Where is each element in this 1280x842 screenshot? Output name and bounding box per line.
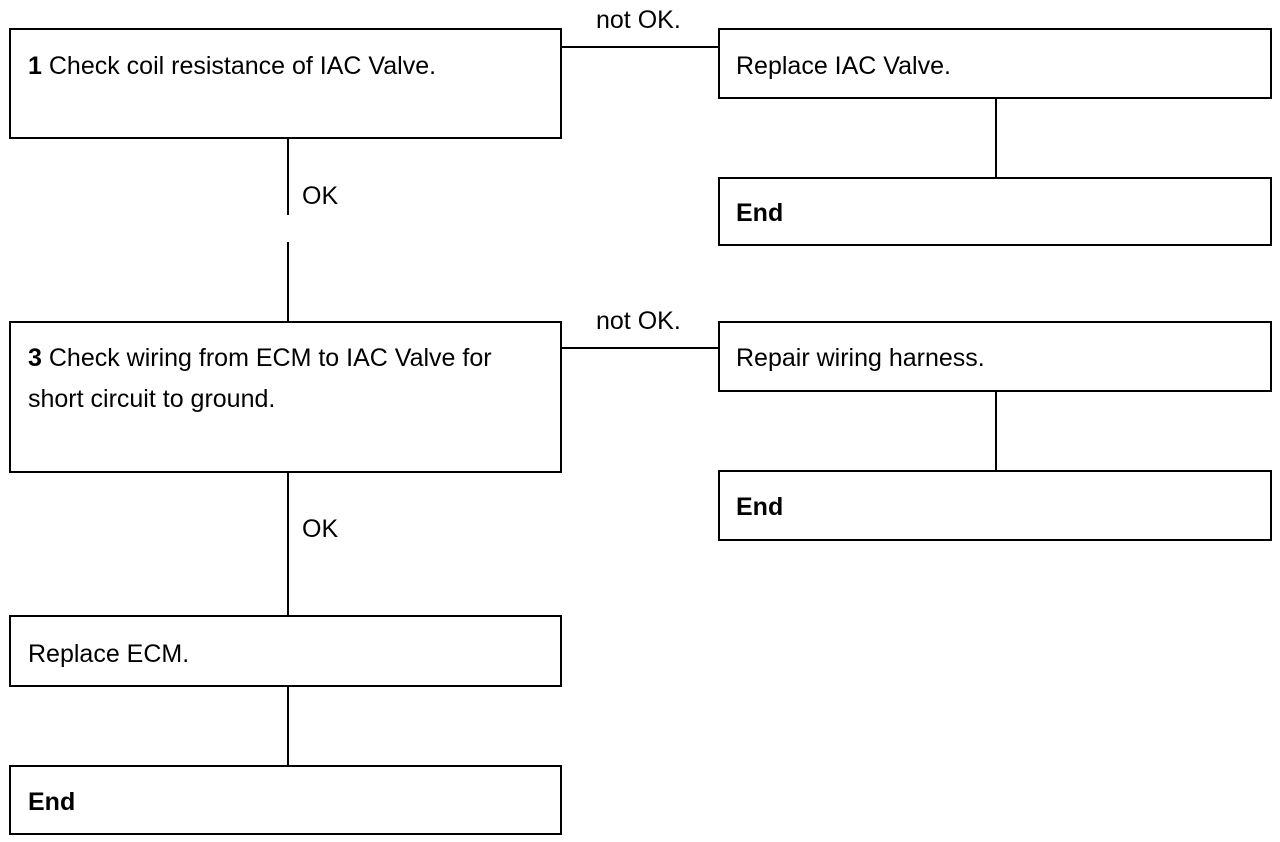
end-bottom-box (9, 765, 562, 835)
step3-text-line1: 3 Check wiring from ECM to IAC Valve for (28, 342, 492, 374)
step1-text: 1 Check coil resistance of IAC Valve. (28, 50, 436, 82)
repair-wiring-text: Repair wiring harness. (736, 344, 985, 372)
end-bottom-text: End (28, 788, 76, 816)
step3-box (9, 321, 562, 473)
replace-ecm-text: Replace ECM. (28, 640, 190, 668)
step3-text-line2: short circuit to ground. (28, 385, 276, 413)
connector-step3-to-repair-wiring (561, 347, 720, 349)
connector-step1-to-replace-iac (561, 46, 720, 48)
end-top-right-text: End (736, 199, 784, 227)
step3-label-line1: Check wiring from ECM to IAC Valve for (48, 344, 492, 372)
connector-replace-iac-to-end (995, 97, 997, 179)
edge-label-step3-ok: OK (302, 515, 339, 543)
edge-label-step1-not-ok: not OK. (596, 6, 681, 34)
step3-number: 3 (28, 344, 42, 372)
connector-step1-ok-upper (287, 137, 289, 215)
end-top-right-box (718, 177, 1272, 246)
connector-step1-ok-lower (287, 242, 289, 323)
replace-ecm-box (9, 615, 562, 687)
step1-box (9, 28, 562, 139)
end-mid-right-box (718, 470, 1272, 541)
repair-wiring-box (718, 321, 1272, 392)
edge-label-step3-not-ok: not OK. (596, 307, 681, 335)
step1-number: 1 (28, 52, 42, 80)
connector-repair-wiring-to-end (995, 390, 997, 472)
replace-iac-box (718, 28, 1272, 99)
edge-label-step1-ok: OK (302, 182, 339, 210)
connector-replace-ecm-to-end (287, 685, 289, 767)
replace-iac-text: Replace IAC Valve. (736, 52, 951, 80)
end-mid-right-text: End (736, 493, 784, 521)
step1-label: Check coil resistance of IAC Valve. (48, 52, 437, 80)
connector-step3-ok (287, 472, 289, 617)
